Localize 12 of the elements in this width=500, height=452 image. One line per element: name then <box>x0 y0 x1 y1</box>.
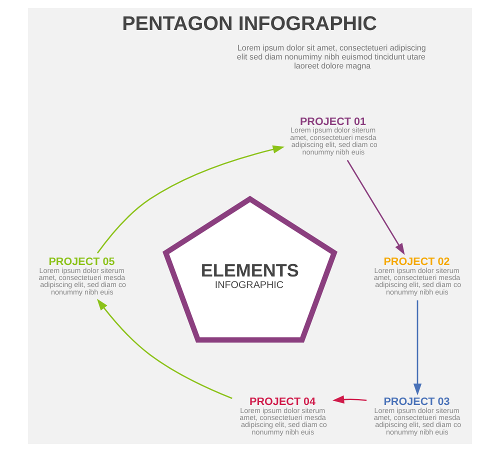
arrow <box>96 298 232 400</box>
arrow <box>346 160 405 255</box>
arrow <box>413 300 422 396</box>
node-text: PROJECT 05 Lorem ipsum dolor siterum amet, consectetueri mesda adipiscing elit, sed diam co nonummy nibh euis <box>38 256 126 296</box>
diagram-title: PENTAGON INFOGRAPHIC <box>122 13 377 36</box>
node-text: PROJECT 01 Lorem ipsum dolor siterum amet, consectetueri mesda adipiscing elit, sed diam co nonummy nibh euis <box>290 116 378 156</box>
node-text: PROJECT 03 Lorem ipsum dolor siterum amet, consectetueri mesda adipiscing elit, sed diam co nonummy nibh euis <box>374 396 462 436</box>
node-text: PROJECT 04 Lorem ipsum dolor siterum amet, consectetueri mesda adipiscing elit, sed diam co nonummy nibh euis <box>240 396 327 436</box>
node-text: PROJECT 02 Lorem ipsum dolor siterum amet, consectetueri mesda adipiscing elit, sed diam co nonummy nibh euis <box>374 256 462 296</box>
arrow <box>96 145 285 254</box>
arrow <box>332 395 367 404</box>
label: Lorem ipsum dolor sit amet, consectetueri adipiscing elit sed diam nonumimy nibh euismod tincidunt utare laoreet dolore magna <box>236 44 426 71</box>
